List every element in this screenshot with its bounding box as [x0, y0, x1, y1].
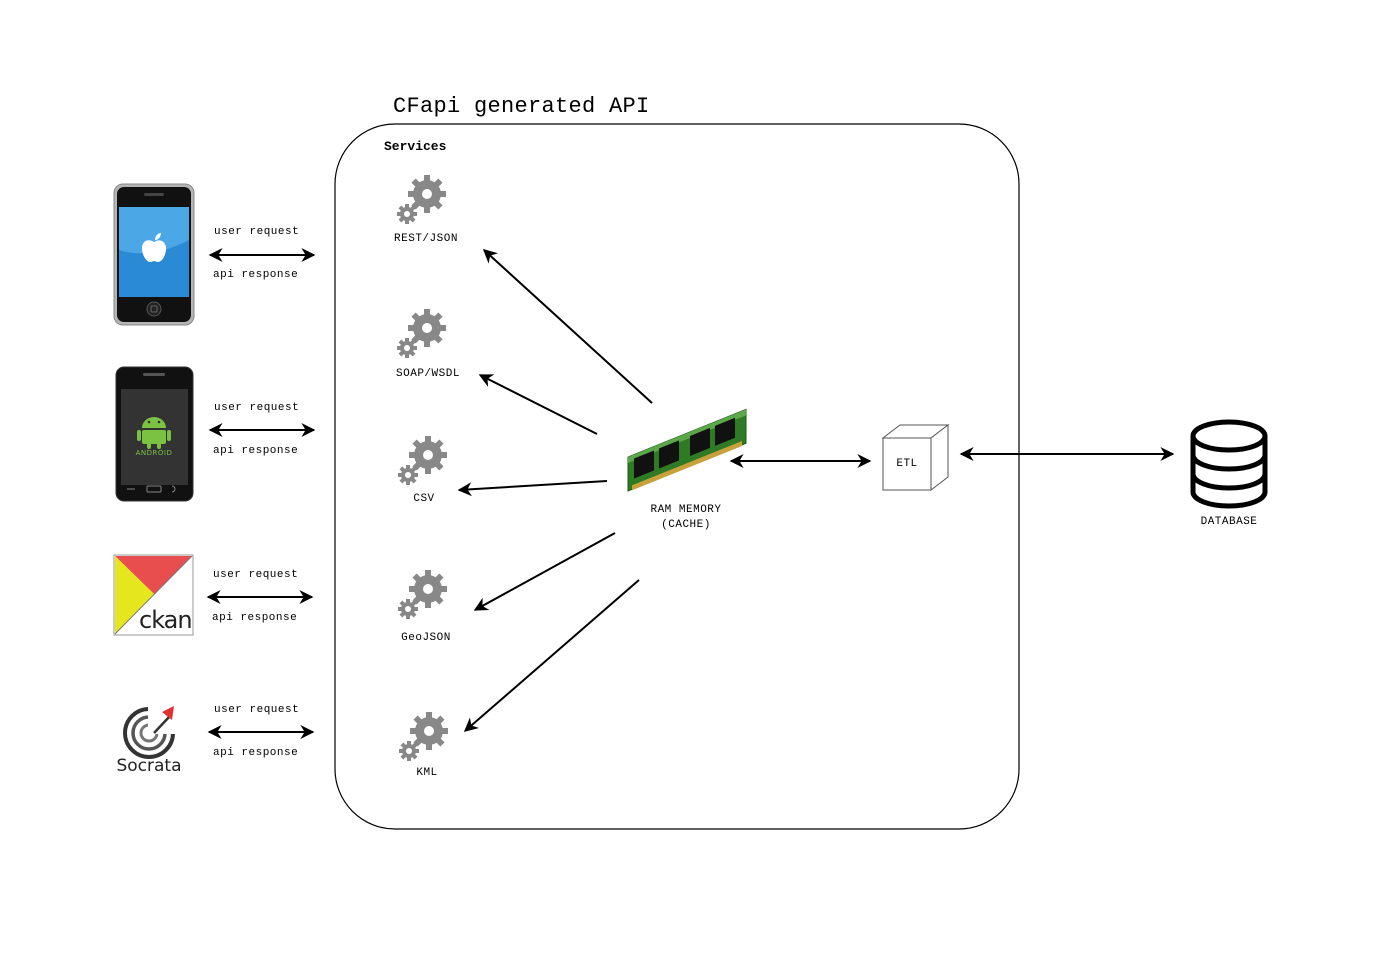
api-response-label: api response: [212, 612, 298, 624]
service-label-soap-wsdl: SOAP/WSDL: [396, 368, 460, 380]
ram-module-icon: [627, 408, 747, 492]
api-container: [334, 123, 1020, 830]
android-phone-icon: ANDROID: [115, 366, 194, 502]
service-label-geojson: GeoJSON: [401, 632, 451, 644]
api-response-label: api response: [213, 747, 299, 759]
user-request-label: user request: [213, 569, 299, 581]
api-response-label: api response: [213, 269, 299, 281]
user-request-label: user request: [214, 402, 300, 414]
service-label-rest-json: REST/JSON: [394, 233, 458, 245]
arrow-cache-to-csv: [457, 480, 608, 497]
database-icon: [1190, 419, 1268, 509]
gears-icon: [397, 309, 446, 358]
ckan-logo-icon: ckan: [113, 554, 194, 636]
cube-icon: [881, 423, 950, 492]
android-logo-text: ANDROID: [136, 449, 173, 457]
service-label-csv: CSV: [413, 493, 435, 505]
service-label-kml: KML: [416, 767, 438, 779]
gears-icon: [398, 436, 447, 485]
socrata-logo-icon: Socrata: [116, 704, 182, 776]
services-heading: Services: [384, 139, 447, 154]
api-title: CFapi generated API: [393, 94, 650, 119]
arrow-cache-to-kml: [463, 579, 640, 732]
arrow-cache-to-geojson: [473, 532, 616, 611]
arrow-cache-to-rest: [482, 249, 653, 404]
cache-label-line2: (CACHE): [661, 519, 711, 531]
ckan-logo-text: ckan: [139, 606, 192, 634]
gears-icon: [397, 175, 446, 224]
gears-icon: [398, 570, 447, 619]
gears-icon: [399, 712, 448, 761]
etl-label: ETL: [896, 458, 918, 470]
user-request-label: user request: [214, 704, 300, 716]
cache-label-line1: RAM MEMORY: [650, 504, 722, 516]
user-request-label: user request: [214, 226, 300, 238]
api-response-label: api response: [213, 445, 299, 457]
apple-phone-icon: [113, 183, 195, 326]
socrata-logo-text: Socrata: [116, 756, 181, 776]
database-label: DATABASE: [1200, 516, 1258, 528]
arrow-cache-to-soap: [478, 374, 598, 435]
